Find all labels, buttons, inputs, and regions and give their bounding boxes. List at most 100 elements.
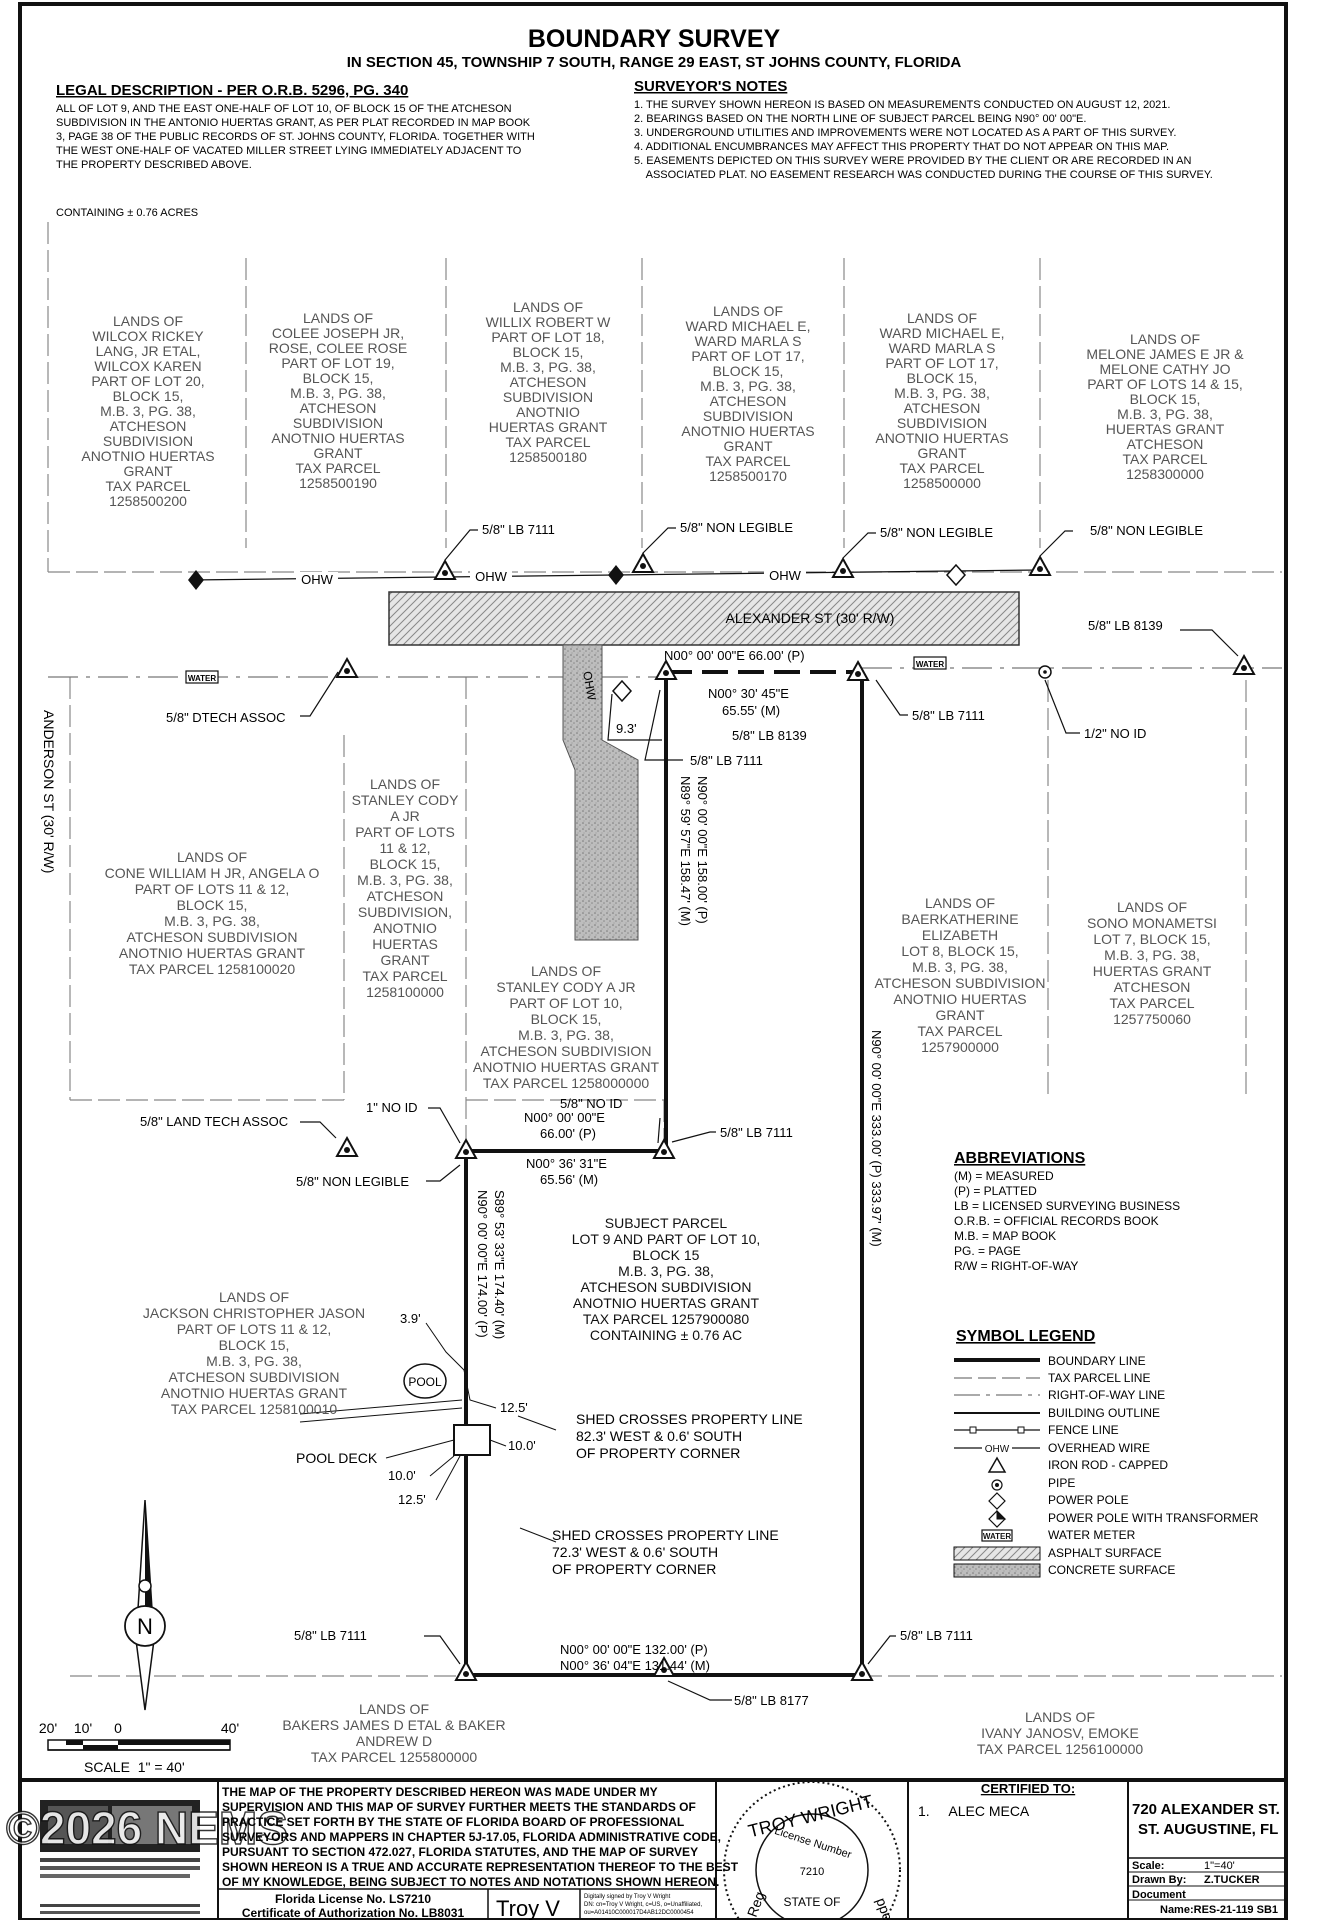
svg-text:0: 0 — [114, 1720, 122, 1736]
svg-text:BUILDING OUTLINE: BUILDING OUTLINE — [1048, 1406, 1160, 1420]
svg-text:ANOTNIO HUERTAS: ANOTNIO HUERTAS — [271, 430, 404, 446]
svg-text:GRANT: GRANT — [918, 445, 967, 461]
svg-text:WATER: WATER — [188, 674, 217, 683]
tax-parcel-lines — [47, 222, 1282, 1677]
svg-text:HUERTAS GRANT: HUERTAS GRANT — [1106, 421, 1225, 437]
call-west-lower-measured: S89° 53' 33"E 174.40' (M) — [492, 1190, 507, 1339]
svg-text:TAX PARCEL: TAX PARCEL — [362, 968, 447, 984]
call-east: N90° 00' 00"E 333.00' (P) 333.97' (M) — [869, 1030, 884, 1247]
parcel-willix: LANDS OF WILLIX ROBERT W PART OF LOT 18,… — [486, 299, 612, 465]
monument-label: 5/8" LAND TECH ASSOC — [140, 1114, 288, 1129]
certified-item: 1. ALEC MECA — [918, 1803, 1030, 1819]
svg-text:OHW: OHW — [985, 1444, 1010, 1455]
svg-text:TAX PARCEL 1257900080: TAX PARCEL 1257900080 — [583, 1311, 750, 1327]
north-label: N — [137, 1614, 153, 1639]
monument-label: 5/8" LB 7111 — [720, 1125, 793, 1140]
svg-text:BLOCK 15,: BLOCK 15, — [531, 1011, 602, 1027]
parcel-stanley-11-12: LANDS OF STANLEY CODY A JR PART OF LOTS … — [352, 776, 460, 1000]
monument-leaders — [300, 527, 1239, 1701]
company-logo — [40, 1800, 200, 1914]
svg-text:TAX PARCEL: TAX PARCEL — [1122, 451, 1207, 467]
svg-text:ATCHESON: ATCHESON — [300, 400, 377, 416]
parcel-cone: LANDS OF CONE WILLIAM H JR, ANGELA O PAR… — [105, 849, 320, 977]
svg-text:ANOTNIO HUERTAS: ANOTNIO HUERTAS — [875, 430, 1008, 446]
svg-text:M.B. 3, PG. 38,: M.B. 3, PG. 38, — [357, 872, 453, 888]
svg-text:82.3' WEST & 0.6' SOUTH: 82.3' WEST & 0.6' SOUTH — [576, 1428, 742, 1444]
dimension-label: 3.9' — [400, 1311, 421, 1326]
svg-text:STANLEY CODY: STANLEY CODY — [352, 792, 460, 808]
svg-text:1258100000: 1258100000 — [366, 984, 444, 1000]
legal-line: THE PROPERTY DESCRIBED ABOVE. — [56, 159, 252, 171]
surveyor-notes: 1. THE SURVEY SHOWN HEREON IS BASED ON M… — [634, 99, 1213, 181]
svg-text:M.B. 3, PG. 38,: M.B. 3, PG. 38, — [912, 959, 1008, 975]
parcel-wilcox: LANDS OF WILCOX RICKEY LANG, JR ETAL, WI… — [81, 313, 214, 509]
svg-text:SUBDIVISION: SUBDIVISION — [103, 433, 193, 449]
parcel-ward-17b: LANDS OF WARD MICHAEL E, WARD MARLA S PA… — [875, 310, 1008, 491]
monument-label: 5/8" LB 8139 — [1088, 618, 1163, 633]
svg-text:LANDS OF: LANDS OF — [1117, 899, 1187, 915]
svg-text:O.R.B. = OFFICIAL RECORDS BOOK: O.R.B. = OFFICIAL RECORDS BOOK — [954, 1214, 1159, 1228]
svg-text:ANOTNIO HUERTAS GRANT: ANOTNIO HUERTAS GRANT — [473, 1059, 660, 1075]
monument-label: 1" NO ID — [366, 1100, 418, 1115]
shed — [453, 1424, 491, 1456]
page-subtitle: IN SECTION 45, TOWNSHIP 7 SOUTH, RANGE 2… — [347, 54, 962, 71]
svg-text:ANOTNIO HUERTAS GRANT: ANOTNIO HUERTAS GRANT — [573, 1295, 760, 1311]
surveyor-certification: THE MAP OF THE PROPERTY DESCRIBED HEREON… — [222, 1785, 739, 1889]
parcel-stanley-10: LANDS OF STANLEY CODY A JR PART OF LOT 1… — [473, 963, 660, 1091]
call-mid-measured: 65.56' (M) — [540, 1172, 598, 1187]
svg-text:License Number: License Number — [773, 1825, 853, 1861]
svg-text:SUBJECT PARCEL: SUBJECT PARCEL — [605, 1215, 728, 1231]
svg-text:SUBDIVISION,: SUBDIVISION, — [358, 904, 452, 920]
call-mid-platted: 66.00' (P) — [540, 1126, 596, 1141]
svg-text:DN: cn=Troy V Wright, c=US, o=: DN: cn=Troy V Wright, c=US, o=Unaffiliat… — [584, 1902, 702, 1908]
pool-deck-label: POOL DECK — [296, 1450, 378, 1466]
svg-text:LANDS OF: LANDS OF — [713, 303, 783, 319]
monument-label: 5/8" LB 8177 — [734, 1693, 809, 1708]
svg-text:PART OF LOT 10,: PART OF LOT 10, — [509, 995, 622, 1011]
svg-text:HUERTAS GRANT: HUERTAS GRANT — [489, 419, 608, 435]
svg-text:BLOCK 15,: BLOCK 15, — [713, 363, 784, 379]
svg-text:M.B. 3, PG. 38,: M.B. 3, PG. 38, — [290, 385, 386, 401]
svg-text:BAERKATHERINE: BAERKATHERINE — [901, 911, 1018, 927]
svg-text:STATE OF: STATE OF — [784, 1895, 841, 1909]
svg-text:WARD MICHAEL E,: WARD MICHAEL E, — [686, 318, 811, 334]
svg-text:BLOCK 15,: BLOCK 15, — [113, 388, 184, 404]
call-north-platted: N00° 00' 00"E 66.00' (P) — [664, 648, 805, 663]
svg-text:WILCOX RICKEY: WILCOX RICKEY — [92, 328, 204, 344]
svg-text:BOUNDARY LINE: BOUNDARY LINE — [1048, 1354, 1146, 1368]
alexander-street — [388, 591, 1020, 646]
water-meter-icon: WATER — [913, 656, 947, 670]
call-west-lower-platted: N90° 00' 00"E 174.00' (P) — [475, 1190, 490, 1338]
svg-text:PART OF LOT 19,: PART OF LOT 19, — [281, 355, 394, 371]
svg-text:ATCHESON: ATCHESON — [510, 374, 587, 390]
svg-text:40': 40' — [221, 1720, 239, 1736]
svg-text:1258500190: 1258500190 — [299, 475, 377, 491]
svg-text:20': 20' — [39, 1720, 57, 1736]
svg-text:OF MY KNOWLEDGE, BEING SUBJECT: OF MY KNOWLEDGE, BEING SUBJECT TO NOTES … — [222, 1875, 719, 1889]
monument-label: 5/8" LB 7111 — [294, 1628, 367, 1643]
ohw-label: OHW — [475, 569, 508, 584]
svg-text:PART OF LOTS 14 & 15,: PART OF LOTS 14 & 15, — [1087, 376, 1243, 392]
call-south-measured: N00° 36' 04"E 131.44' (M) — [560, 1658, 710, 1673]
svg-text:COLEE JOSEPH JR,: COLEE JOSEPH JR, — [272, 325, 404, 341]
shed-note-2: SHED CROSSES PROPERTY LINE 72.3' WEST & … — [552, 1527, 779, 1577]
parcel-jackson: LANDS OF JACKSON CHRISTOPHER JASON PART … — [143, 1289, 365, 1417]
parcel-sono: LANDS OF SONO MONAMETSI LOT 7, BLOCK 15,… — [1087, 899, 1217, 1027]
svg-text:BLOCK 15,: BLOCK 15, — [513, 344, 584, 360]
svg-text:PART OF LOT 17,: PART OF LOT 17, — [885, 355, 998, 371]
svg-text:PIPE: PIPE — [1048, 1476, 1075, 1490]
svg-text:BLOCK 15,: BLOCK 15, — [1130, 391, 1201, 407]
svg-text:LANDS OF: LANDS OF — [303, 310, 373, 326]
svg-text:M.B. 3, PG. 38,: M.B. 3, PG. 38, — [164, 913, 260, 929]
pipe-icon — [1038, 665, 1052, 679]
svg-text:R/W = RIGHT-OF-WAY: R/W = RIGHT-OF-WAY — [954, 1259, 1078, 1273]
svg-text:BLOCK 15,: BLOCK 15, — [370, 856, 441, 872]
svg-text:ANOTNIO HUERTAS: ANOTNIO HUERTAS — [81, 448, 214, 464]
svg-text:GRANT: GRANT — [314, 445, 363, 461]
svg-text:1258500000: 1258500000 — [903, 475, 981, 491]
svg-text:ANOTNIO HUERTAS GRANT: ANOTNIO HUERTAS GRANT — [161, 1385, 348, 1401]
monument-label: 5/8" LB 7111 — [912, 708, 985, 723]
svg-text:OVERHEAD WIRE: OVERHEAD WIRE — [1048, 1441, 1150, 1455]
svg-text:LOT 7, BLOCK 15,: LOT 7, BLOCK 15, — [1093, 931, 1210, 947]
svg-text:M.B. 3, PG. 38,: M.B. 3, PG. 38, — [100, 403, 196, 419]
